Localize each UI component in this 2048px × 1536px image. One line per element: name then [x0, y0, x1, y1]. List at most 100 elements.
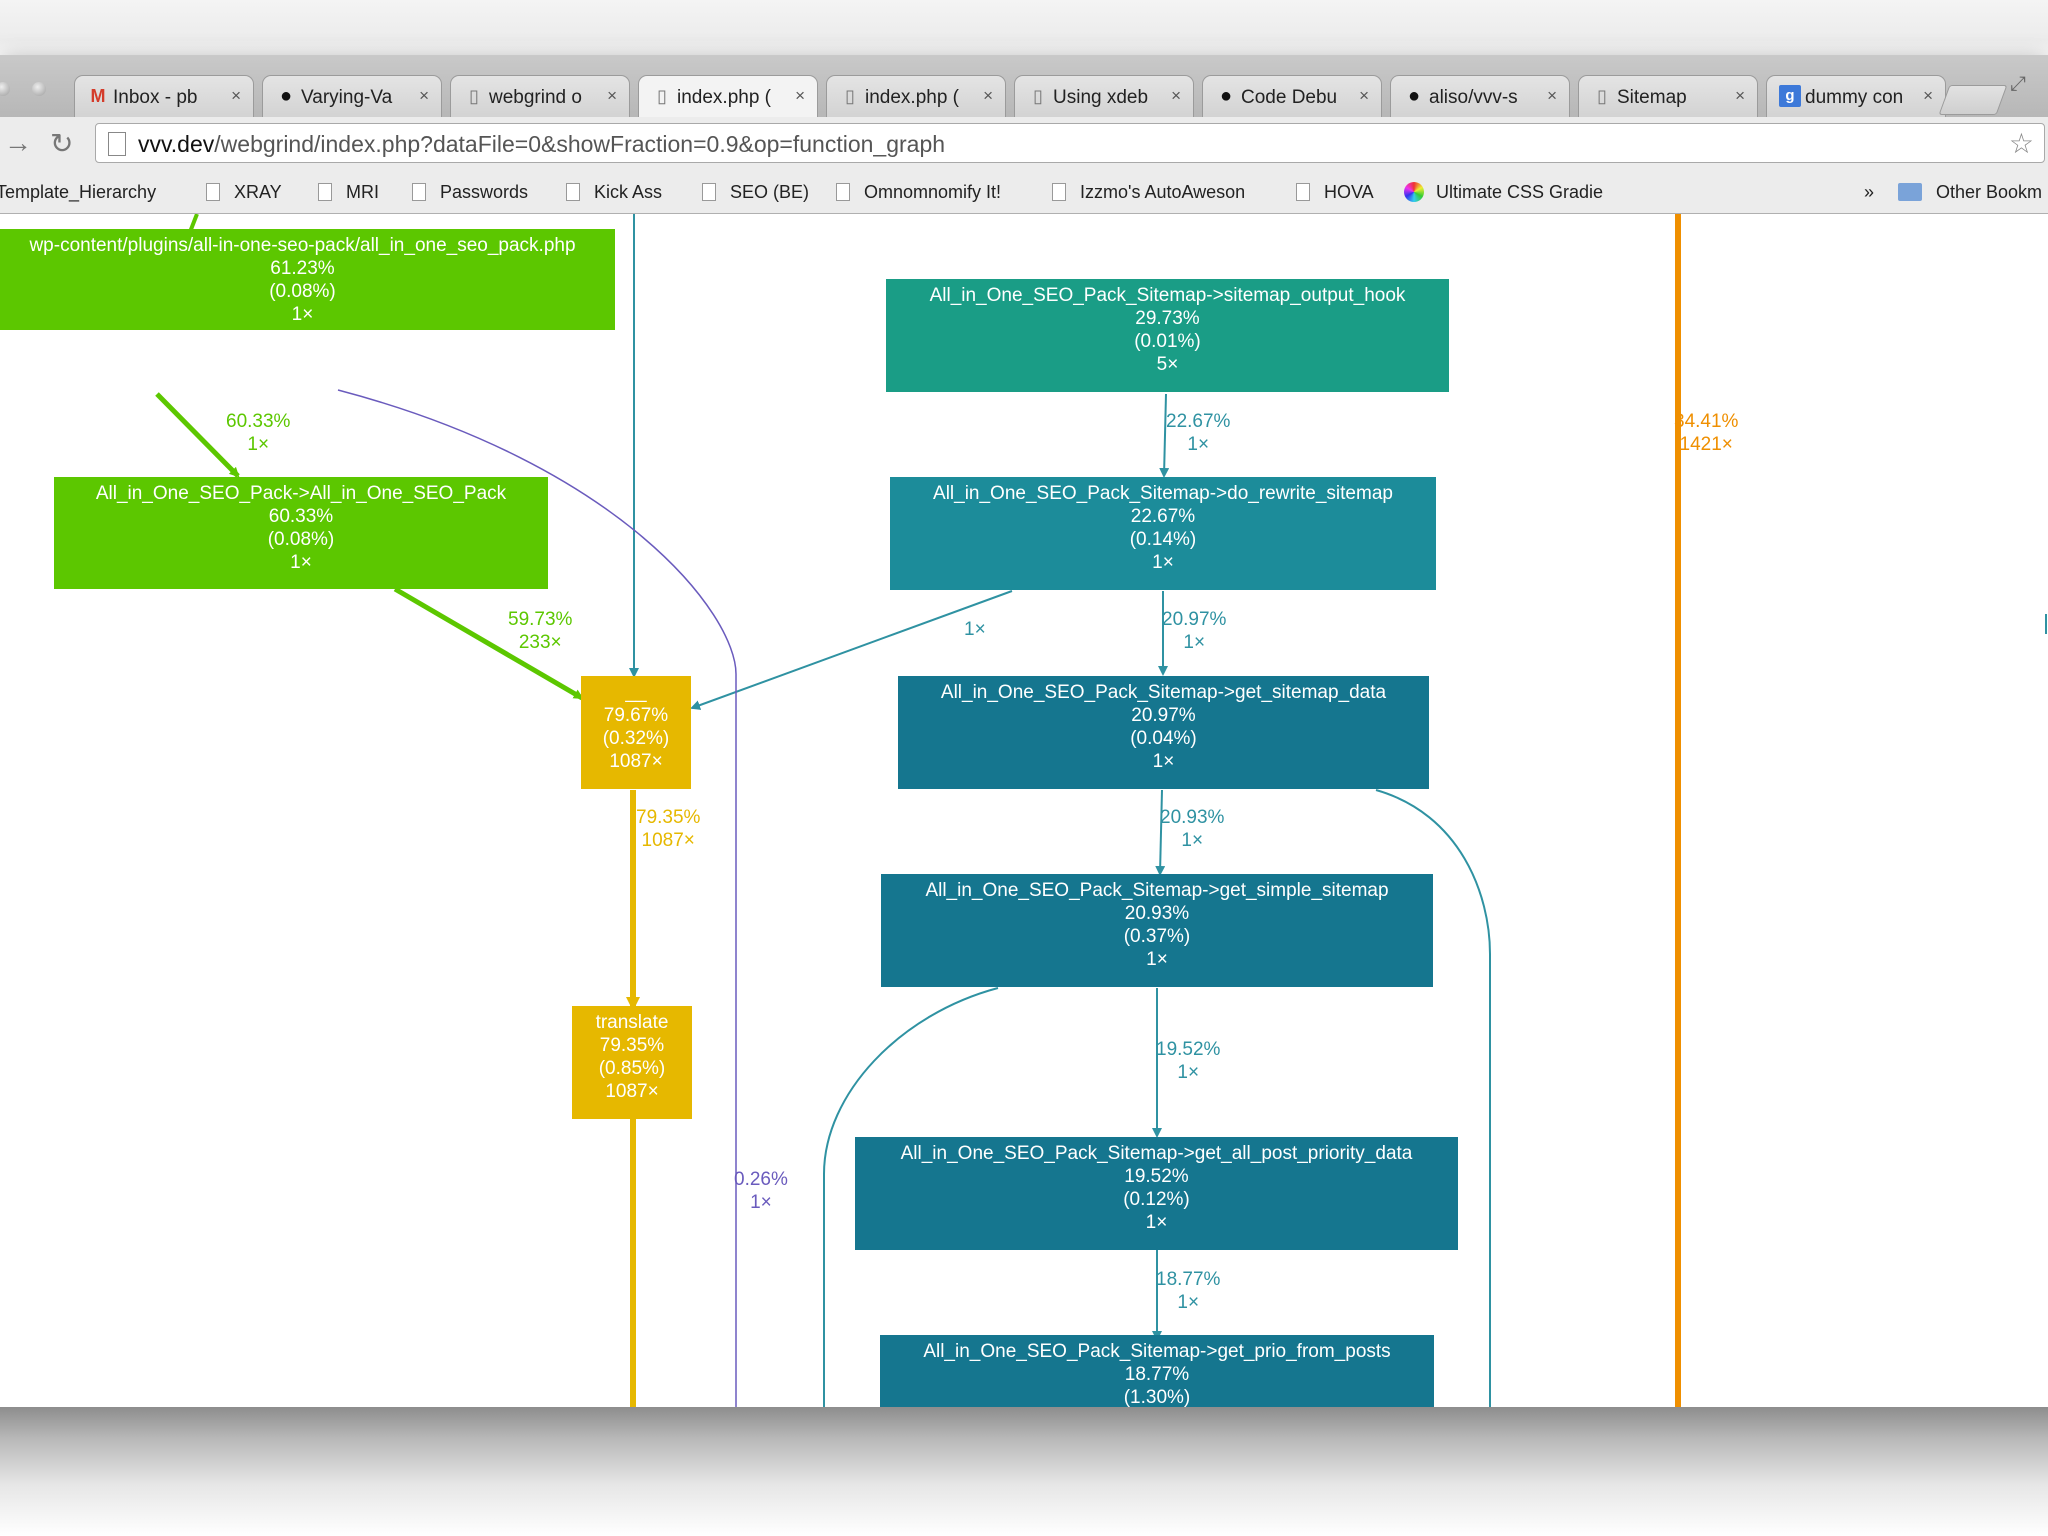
window-close-light[interactable]	[0, 82, 10, 96]
tab-webgrind[interactable]: ▯ webgrind o ×	[450, 75, 630, 117]
tab-title: index.php (	[865, 87, 960, 108]
bookmark-label: Ultimate CSS Gradie	[1436, 182, 1604, 202]
bookmark-label: Template_Hierarchy	[0, 182, 157, 202]
edge-call-count: 1×	[1177, 1292, 1200, 1313]
bookmark-item[interactable]: MRI	[318, 182, 379, 203]
new-tab-button[interactable]	[1938, 85, 2008, 115]
tab-aliso-vvv[interactable]: ● aliso/vvv-s ×	[1390, 75, 1570, 117]
forward-arrow-icon[interactable]: →	[4, 127, 32, 158]
reload-icon[interactable]: ↻	[50, 128, 74, 159]
tab-close-icon[interactable]: ×	[1735, 86, 1745, 105]
page-icon: ▯	[657, 86, 667, 106]
node-inclusive-cost: 61.23%	[270, 258, 335, 279]
other-bookmarks-folder[interactable]: Other Bookm	[1898, 182, 2042, 203]
edge-percent: 0.26%	[734, 1169, 788, 1190]
graph-node[interactable]: All_in_One_SEO_Pack_Sitemap->get_prio_fr…	[880, 1335, 1434, 1407]
bookmarks-bar: Template_Hierarchy XRAY MRI Passwords Ki…	[0, 171, 2048, 214]
tab-close-icon[interactable]: ×	[795, 86, 805, 105]
bookmark-star-icon[interactable]: ☆	[2008, 128, 2034, 159]
graph-node[interactable]: All_in_One_SEO_Pack_Sitemap->get_sitemap…	[898, 676, 1429, 789]
page-icon	[702, 183, 716, 201]
page-icon: ▯	[469, 86, 479, 106]
edge-line-curve-left	[823, 987, 999, 1407]
bookmark-item[interactable]: Kick Ass	[566, 182, 662, 203]
edge-percent: 34.41%	[1674, 411, 1739, 432]
url-host: vvv.dev	[138, 131, 215, 157]
tab-close-icon[interactable]: ×	[1171, 86, 1181, 105]
tab-dummy-content[interactable]: g dummy con ×	[1766, 75, 1946, 117]
url-text[interactable]: vvv.dev/webgrind/index.php?dataFile=0&sh…	[138, 131, 945, 158]
graph-node[interactable]: All_in_One_SEO_Pack_Sitemap->get_simple_…	[881, 874, 1433, 987]
edge-label: 19.52% 1×	[1156, 1038, 1220, 1084]
graph-node[interactable]: wp-content/plugins/all-in-one-seo-pack/a…	[0, 229, 615, 330]
edge-label: 60.33% 1×	[226, 410, 290, 456]
tab-inbox[interactable]: M Inbox - pb ×	[74, 75, 254, 117]
graph-node[interactable]: All_in_One_SEO_Pack->All_in_One_SEO_Pack…	[54, 477, 548, 589]
page-icon	[108, 132, 126, 156]
graph-node[interactable]: All_in_One_SEO_Pack_Sitemap->sitemap_out…	[886, 279, 1449, 392]
tab-strip: M Inbox - pb × ● Varying-Va × ▯ webgrind…	[0, 55, 2048, 118]
edge-line-e4	[1159, 393, 1170, 478]
bookmark-item[interactable]: Omnomnomify It!	[836, 182, 1001, 203]
tab-close-icon[interactable]: ×	[607, 86, 617, 105]
node-function-name: All_in_One_SEO_Pack_Sitemap->get_all_pos…	[900, 1143, 1413, 1164]
bookmark-item[interactable]: SEO (BE)	[702, 182, 809, 203]
bookmark-item[interactable]: Passwords	[412, 182, 528, 203]
tab-close-icon[interactable]: ×	[1547, 86, 1557, 105]
node-function-name: All_in_One_SEO_Pack->All_in_One_SEO_Pack	[95, 483, 507, 504]
tab-sitemap[interactable]: ▯ Sitemap ×	[1578, 75, 1758, 117]
tab-close-icon[interactable]: ×	[1359, 86, 1369, 105]
page-icon	[836, 183, 850, 201]
node-self-cost: (0.14%)	[1129, 529, 1197, 550]
address-bar[interactable]: vvv.dev/webgrind/index.php?dataFile=0&sh…	[95, 123, 2045, 163]
tab-using-xdebug[interactable]: ▯ Using xdeb ×	[1014, 75, 1194, 117]
node-call-count: 1×	[1145, 1212, 1168, 1233]
page-icon: ▯	[1033, 86, 1043, 106]
bookmark-label: Izzmo's AutoAweson	[1080, 182, 1246, 202]
fullscreen-icon[interactable]: ⤢	[2010, 73, 2026, 95]
page-icon: ▯	[1597, 86, 1607, 106]
tab-close-icon[interactable]: ×	[419, 86, 429, 105]
edge-line-e10	[337, 389, 737, 1407]
graph-node[interactable]: All_in_One_SEO_Pack_Sitemap->get_all_pos…	[855, 1137, 1458, 1250]
bookmark-item[interactable]: Ultimate CSS Gradie	[1404, 182, 1603, 203]
edge-label: 20.93% 1×	[1160, 806, 1224, 852]
edge-call-count: 1×	[750, 1192, 772, 1213]
graph-node[interactable]: translate 79.35% (0.85%) 1087×	[572, 1006, 692, 1119]
bookmark-item[interactable]: HOVA	[1296, 182, 1374, 203]
tab-close-icon[interactable]: ×	[1923, 86, 1933, 105]
tab-code-debug[interactable]: ● Code Debu ×	[1202, 75, 1382, 117]
tab-varying-vagrant[interactable]: ● Varying-Va ×	[262, 75, 442, 117]
node-self-cost: (0.85%)	[598, 1058, 666, 1079]
window-minimize-light[interactable]	[32, 82, 46, 96]
edge-label: 18.77% 1×	[1156, 1268, 1220, 1314]
tab-index-php[interactable]: ▯ index.php ( ×	[826, 75, 1006, 117]
node-function-name: All_in_One_SEO_Pack_Sitemap->do_rewrite_…	[933, 483, 1393, 504]
edge-percent: 20.97%	[1162, 609, 1227, 630]
page-icon	[1296, 183, 1310, 201]
tab-title: index.php (	[677, 87, 772, 108]
edge-line-e5	[690, 590, 1013, 710]
edge-call-count: 1×	[1181, 830, 1204, 851]
graph-node[interactable]: All_in_One_SEO_Pack_Sitemap->do_rewrite_…	[890, 477, 1436, 590]
tab-index-php-active[interactable]: ▯ index.php ( ×	[638, 75, 818, 117]
node-inclusive-cost: 20.97%	[1131, 705, 1196, 726]
page-icon	[206, 183, 220, 201]
edge-call-count: 1×	[1187, 434, 1210, 455]
graph-node[interactable]: __ 79.67% (0.32%) 1087×	[581, 676, 691, 789]
edge-percent: 18.77%	[1156, 1269, 1221, 1290]
node-function-name: All_in_One_SEO_Pack_Sitemap->get_simple_…	[925, 880, 1389, 901]
node-inclusive-cost: 18.77%	[1124, 1364, 1190, 1385]
node-call-count: 1×	[1152, 751, 1175, 772]
bookmark-item[interactable]: XRAY	[206, 182, 282, 203]
edge-call-count: 1×	[1183, 632, 1206, 653]
node-inclusive-cost: 60.33%	[268, 506, 334, 527]
bookmark-item[interactable]: Izzmo's AutoAweson	[1052, 182, 1245, 203]
edge-label: 22.67% 1×	[1166, 410, 1230, 456]
edge-percent: 60.33%	[226, 411, 291, 432]
bookmarks-overflow-chevron[interactable]: »	[1864, 182, 1875, 202]
tab-close-icon[interactable]: ×	[231, 86, 241, 105]
edge-call-count: 1087×	[641, 830, 695, 851]
bookmark-item[interactable]: Template_Hierarchy	[0, 182, 156, 203]
tab-close-icon[interactable]: ×	[983, 86, 993, 105]
